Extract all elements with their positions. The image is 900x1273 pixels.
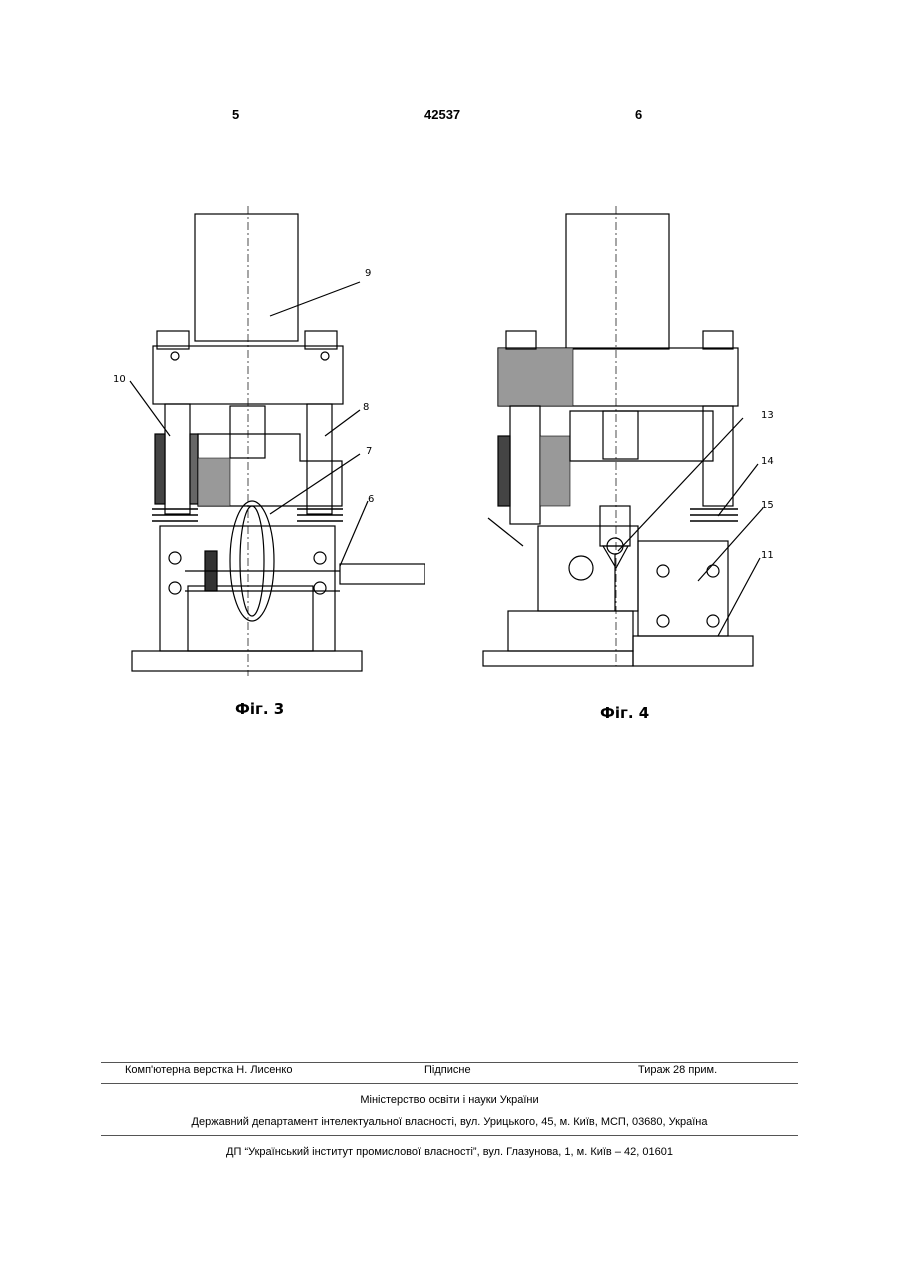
figure-4-drawing: 13 14 12 15 11 Фіг. 4 bbox=[478, 196, 778, 726]
motor-housing bbox=[566, 214, 669, 349]
institute-line: ДП “Український інститут промислової вла… bbox=[101, 1146, 798, 1158]
patent-number: 42537 bbox=[424, 107, 460, 122]
signed-note: Підписне bbox=[424, 1064, 471, 1076]
layout-credit: Комп'ютерна верстка Н. Лисенко bbox=[125, 1064, 292, 1076]
label-9: 9 bbox=[365, 268, 371, 279]
label-7: 7 bbox=[366, 446, 372, 457]
label-14: 14 bbox=[761, 456, 774, 467]
circulation-note: Тираж 28 прим. bbox=[638, 1064, 717, 1076]
label-10: 10 bbox=[113, 374, 126, 385]
department-line: Державний департамент інтелектуальної вл… bbox=[101, 1116, 798, 1128]
footer-rule-mid bbox=[101, 1083, 798, 1084]
ministry-line: Міністерство освіти і науки України bbox=[101, 1094, 798, 1106]
figure-3-drawing: 9 10 8 7 6 Фіг. 3 bbox=[110, 196, 425, 726]
page-number-right: 6 bbox=[635, 107, 642, 122]
footer-rule-top bbox=[101, 1062, 798, 1063]
label-6: 6 bbox=[368, 494, 374, 505]
figure-4-caption: Фіг. 4 bbox=[600, 704, 649, 722]
label-15: 15 bbox=[761, 500, 774, 511]
motor-housing bbox=[195, 214, 298, 341]
label-13: 13 bbox=[761, 410, 774, 421]
label-11: 11 bbox=[761, 550, 774, 561]
footer-rule-bottom bbox=[101, 1135, 798, 1136]
page-number-left: 5 bbox=[232, 107, 239, 122]
figure-3-caption: Фіг. 3 bbox=[235, 700, 284, 718]
label-8: 8 bbox=[363, 402, 369, 413]
